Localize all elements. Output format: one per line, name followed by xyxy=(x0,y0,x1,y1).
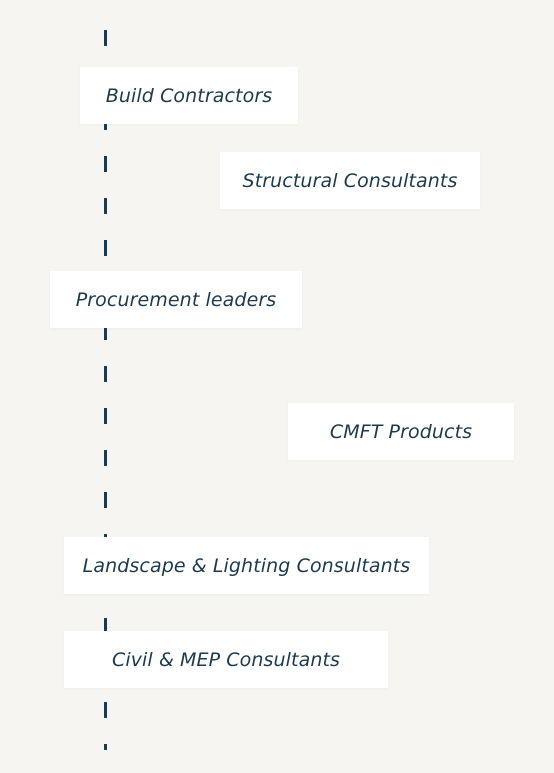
card-cmft-products: CMFT Products xyxy=(288,403,514,460)
timeline-dashed-line xyxy=(104,30,107,750)
card-label: Build Contractors xyxy=(105,84,273,107)
card-label: Procurement leaders xyxy=(75,288,277,311)
card-structural-consultants: Structural Consultants xyxy=(220,152,480,209)
card-label: Landscape & Lighting Consultants xyxy=(82,554,411,577)
card-procurement-leaders: Procurement leaders xyxy=(50,271,302,328)
card-label: CMFT Products xyxy=(329,420,473,443)
card-civil-mep-consultants: Civil & MEP Consultants xyxy=(64,631,388,688)
card-landscape-lighting-consultants: Landscape & Lighting Consultants xyxy=(64,537,429,594)
card-label: Structural Consultants xyxy=(242,169,458,192)
card-build-contractors: Build Contractors xyxy=(80,67,298,124)
card-label: Civil & MEP Consultants xyxy=(111,648,341,671)
